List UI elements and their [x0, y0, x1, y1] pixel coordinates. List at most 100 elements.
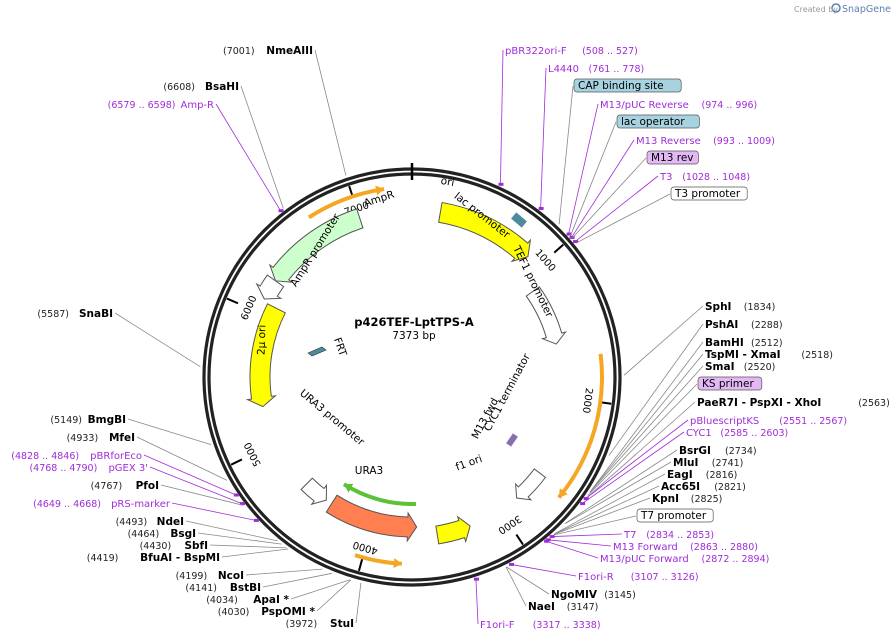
- right-label-pos-20: (2816): [706, 470, 738, 481]
- right-label-leader: [608, 323, 704, 456]
- left-label-leader: [240, 85, 284, 209]
- left-label-name-9[interactable]: pRS-marker: [111, 499, 171, 510]
- ampr-promoter-arrow[interactable]: [255, 274, 285, 300]
- left-label-name-16[interactable]: ApaI *: [253, 594, 289, 606]
- ring-tick-label-6000: 6000: [239, 294, 259, 322]
- left-label-name-0[interactable]: NmeAIII: [266, 45, 313, 57]
- right-label-name-21[interactable]: Acc65I: [661, 481, 700, 493]
- right-box-label-14[interactable]: KS primer: [702, 378, 754, 390]
- right-box-label-2[interactable]: CAP binding site: [578, 80, 664, 92]
- ampr-feature-arrow[interactable]: [268, 208, 364, 283]
- left-label-leader: [160, 484, 244, 506]
- left-label-name-18[interactable]: StuI: [330, 618, 354, 630]
- left-label-leader: [245, 568, 323, 576]
- left-label-name-3[interactable]: SnaBI: [79, 308, 113, 320]
- right-box-label-8[interactable]: T3 promoter: [674, 188, 741, 200]
- left-label-name-14[interactable]: NcoI: [218, 570, 244, 582]
- right-label-name-19[interactable]: MluI: [673, 457, 698, 469]
- left-label-pos-8: (4767): [91, 481, 123, 492]
- right-label-pos-16: (2551 .. 2567): [779, 416, 847, 427]
- left-label-name-5[interactable]: MfeI: [109, 432, 135, 444]
- ring-tick-label-3000: 3000: [496, 513, 523, 536]
- left-label-name-12[interactable]: SbfI: [184, 540, 208, 552]
- right-label-name-20[interactable]: EagI: [667, 469, 693, 481]
- orf-arc-green: [342, 482, 417, 506]
- right-label-name-0[interactable]: pBR322ori-F: [505, 46, 567, 57]
- right-label-name-3[interactable]: M13/pUC Reverse: [600, 100, 689, 111]
- frt-feature-arrow[interactable]: [307, 346, 327, 357]
- right-label-leader: [555, 473, 666, 534]
- right-label-name-24[interactable]: T7: [623, 530, 636, 541]
- left-label-pos-4: (5149): [50, 415, 82, 426]
- left-label-name-11[interactable]: BsgI: [170, 528, 196, 540]
- left-label-name-4[interactable]: BmgBI: [88, 414, 126, 426]
- f1-ori-feature-arrow[interactable]: [435, 515, 471, 545]
- left-label-name-10[interactable]: NdeI: [157, 516, 184, 528]
- left-label-pos-3: (5587): [37, 309, 69, 320]
- left-label-pos-9: (4649 .. 4668): [33, 499, 101, 510]
- right-box-2[interactable]: [573, 78, 682, 93]
- right-label-name-11[interactable]: BamHI: [705, 337, 744, 349]
- right-label-pos-10: (2288): [751, 320, 783, 331]
- right-label-leader: [553, 515, 637, 536]
- right-label-leader: [553, 497, 651, 535]
- right-box-4[interactable]: [616, 114, 700, 129]
- ura3-feature-arrow[interactable]: [325, 494, 418, 543]
- right-label-leader: [570, 121, 617, 237]
- right-label-name-10[interactable]: PshAI: [705, 319, 738, 331]
- tef1-promoter-arrow[interactable]: [525, 286, 567, 345]
- right-label-name-18[interactable]: BsrGI: [679, 445, 711, 457]
- feature-ring-marker: [473, 577, 479, 581]
- right-box-label-6[interactable]: M13 rev: [651, 152, 694, 164]
- left-label-pos-16: (4034): [206, 595, 238, 606]
- left-label-leader: [136, 436, 228, 481]
- right-box-23[interactable]: [636, 508, 714, 523]
- left-label-name-15[interactable]: BstBI: [230, 582, 261, 594]
- right-label-name-30[interactable]: F1ori-F: [480, 620, 515, 631]
- right-label-name-28[interactable]: NgoMIV: [551, 589, 598, 601]
- m13-fwd-block[interactable]: [506, 433, 518, 447]
- plasmid-name: p426TEF-LptTPS-A: [354, 315, 474, 329]
- right-label-name-12[interactable]: TspMI - XmaI: [705, 349, 781, 361]
- ring-tick-mark: [515, 534, 524, 546]
- feature-ring-marker: [538, 206, 544, 210]
- left-label-name-7[interactable]: pGEX 3': [108, 463, 148, 474]
- right-label-name-1[interactable]: L4440: [548, 64, 579, 75]
- right-label-leader: [551, 533, 623, 537]
- cyc1-terminator-arrow[interactable]: [515, 468, 547, 501]
- right-label-name-25[interactable]: M13 Forward: [613, 542, 678, 553]
- 2mu-ori-feature-arrow[interactable]: [245, 303, 286, 408]
- feature-ring-marker: [253, 518, 259, 522]
- right-label-name-13[interactable]: SmaI: [705, 361, 735, 373]
- ura3-promoter-arrow[interactable]: [300, 477, 328, 506]
- right-label-name-16[interactable]: pBluescriptKS: [690, 416, 759, 427]
- left-label-name-6[interactable]: pBRforEco: [90, 451, 142, 462]
- left-label-name-17[interactable]: PspOMI *: [261, 606, 315, 618]
- right-label-name-27[interactable]: F1ori-R: [578, 572, 614, 583]
- right-label-name-5[interactable]: M13 Reverse: [636, 136, 701, 147]
- right-label-name-29[interactable]: NaeI: [528, 601, 555, 613]
- right-box-8[interactable]: [670, 186, 748, 201]
- right-label-name-17[interactable]: CYC1: [686, 428, 712, 439]
- right-label-leader: [505, 566, 527, 607]
- ori-feature-arrow[interactable]: [438, 201, 532, 263]
- right-box-14[interactable]: [697, 376, 763, 391]
- right-label-name-9[interactable]: SphI: [705, 301, 731, 313]
- ring-tick-label-2000: 2000: [580, 387, 594, 414]
- right-label-leader: [547, 539, 612, 547]
- right-label-name-7[interactable]: T3: [659, 172, 672, 183]
- right-box-6[interactable]: [646, 150, 699, 165]
- feature-ring-marker: [569, 235, 575, 239]
- right-label-name-26[interactable]: M13/pUC Forward: [600, 554, 689, 565]
- left-label-name-13[interactable]: BfuAI - BspMI: [140, 552, 220, 564]
- right-label-name-15[interactable]: PaeR7I - PspXI - XhoI: [697, 397, 821, 409]
- left-label-name-1[interactable]: BsaHI: [205, 81, 239, 93]
- right-box-label-4[interactable]: lac operator: [621, 116, 685, 128]
- left-label-name-8[interactable]: PfoI: [136, 480, 159, 492]
- right-label-name-22[interactable]: KpnI: [652, 493, 679, 505]
- feature-ring-marker: [544, 539, 550, 543]
- left-label-leader: [171, 502, 256, 521]
- lac-promoter-block[interactable]: [511, 212, 527, 228]
- left-label-name-2[interactable]: Amp-R: [181, 100, 215, 111]
- right-box-label-23[interactable]: T7 promoter: [640, 510, 707, 522]
